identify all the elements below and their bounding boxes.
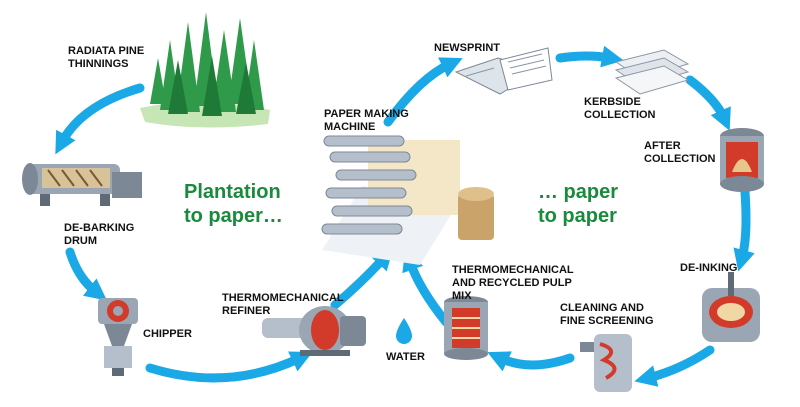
label-de-inking: DE-INKING — [680, 262, 738, 274]
arrow-cleaning-to-mix — [487, 351, 575, 372]
drum-icon — [22, 163, 142, 206]
water-drop-icon — [396, 318, 412, 344]
paper-machine-icon — [321, 135, 494, 265]
chipper-icon — [98, 298, 138, 376]
label-radiata-pine: RADIATA PINE THINNINGS — [68, 45, 145, 70]
label-cleaning: CLEANING AND FINE SCREENING — [560, 302, 654, 327]
pulper-icon — [720, 128, 764, 192]
tagline-paper-to-paper: … paper to paper — [538, 181, 619, 227]
label-de-barking-drum: DE-BARKING DRUM — [64, 222, 135, 247]
label-newsprint: NEWSPRINT — [434, 42, 500, 54]
arrow-mix-to-machine — [402, 248, 451, 327]
label-chipper: CHIPPER — [143, 328, 192, 340]
label-water: WATER — [386, 351, 425, 363]
label-after-collection: AFTER COLLECTION — [644, 140, 716, 165]
arrow-after-to-deinking — [733, 187, 755, 272]
forest-icon — [140, 12, 270, 128]
arrow-newsprint-to-kerbside — [555, 45, 624, 68]
screening-icon — [580, 334, 632, 392]
flow-arrows — [55, 45, 755, 387]
arrow-kerbside-to-after — [685, 75, 731, 131]
arrow-machine-to-newsprint — [383, 57, 463, 127]
arrow-deinking-to-cleaning — [634, 345, 715, 387]
arrow-refiner-to-machine — [330, 247, 394, 310]
label-paper-machine: PAPER MAKING MACHINE — [324, 108, 409, 133]
pulp-mix-icon — [444, 296, 488, 360]
deinking-tank-icon — [702, 272, 760, 342]
refiner-icon — [262, 306, 366, 356]
arrow-chipper-to-refiner — [145, 351, 313, 383]
label-recycled-mix: THERMOMECHANICAL AND RECYCLED PULP MIX — [452, 264, 574, 302]
arrow-drum-to-chipper — [65, 247, 108, 301]
arrow-forest-to-drum — [55, 83, 145, 155]
label-kerbside: KERBSIDE COLLECTION — [584, 96, 656, 121]
tagline-plantation-to-paper: Plantation to paper… — [184, 181, 283, 227]
label-thermo-refiner: THERMOMECHANICAL REFINER — [222, 292, 344, 317]
paper-stack-icon — [614, 49, 690, 95]
newspaper-icon — [454, 47, 553, 95]
